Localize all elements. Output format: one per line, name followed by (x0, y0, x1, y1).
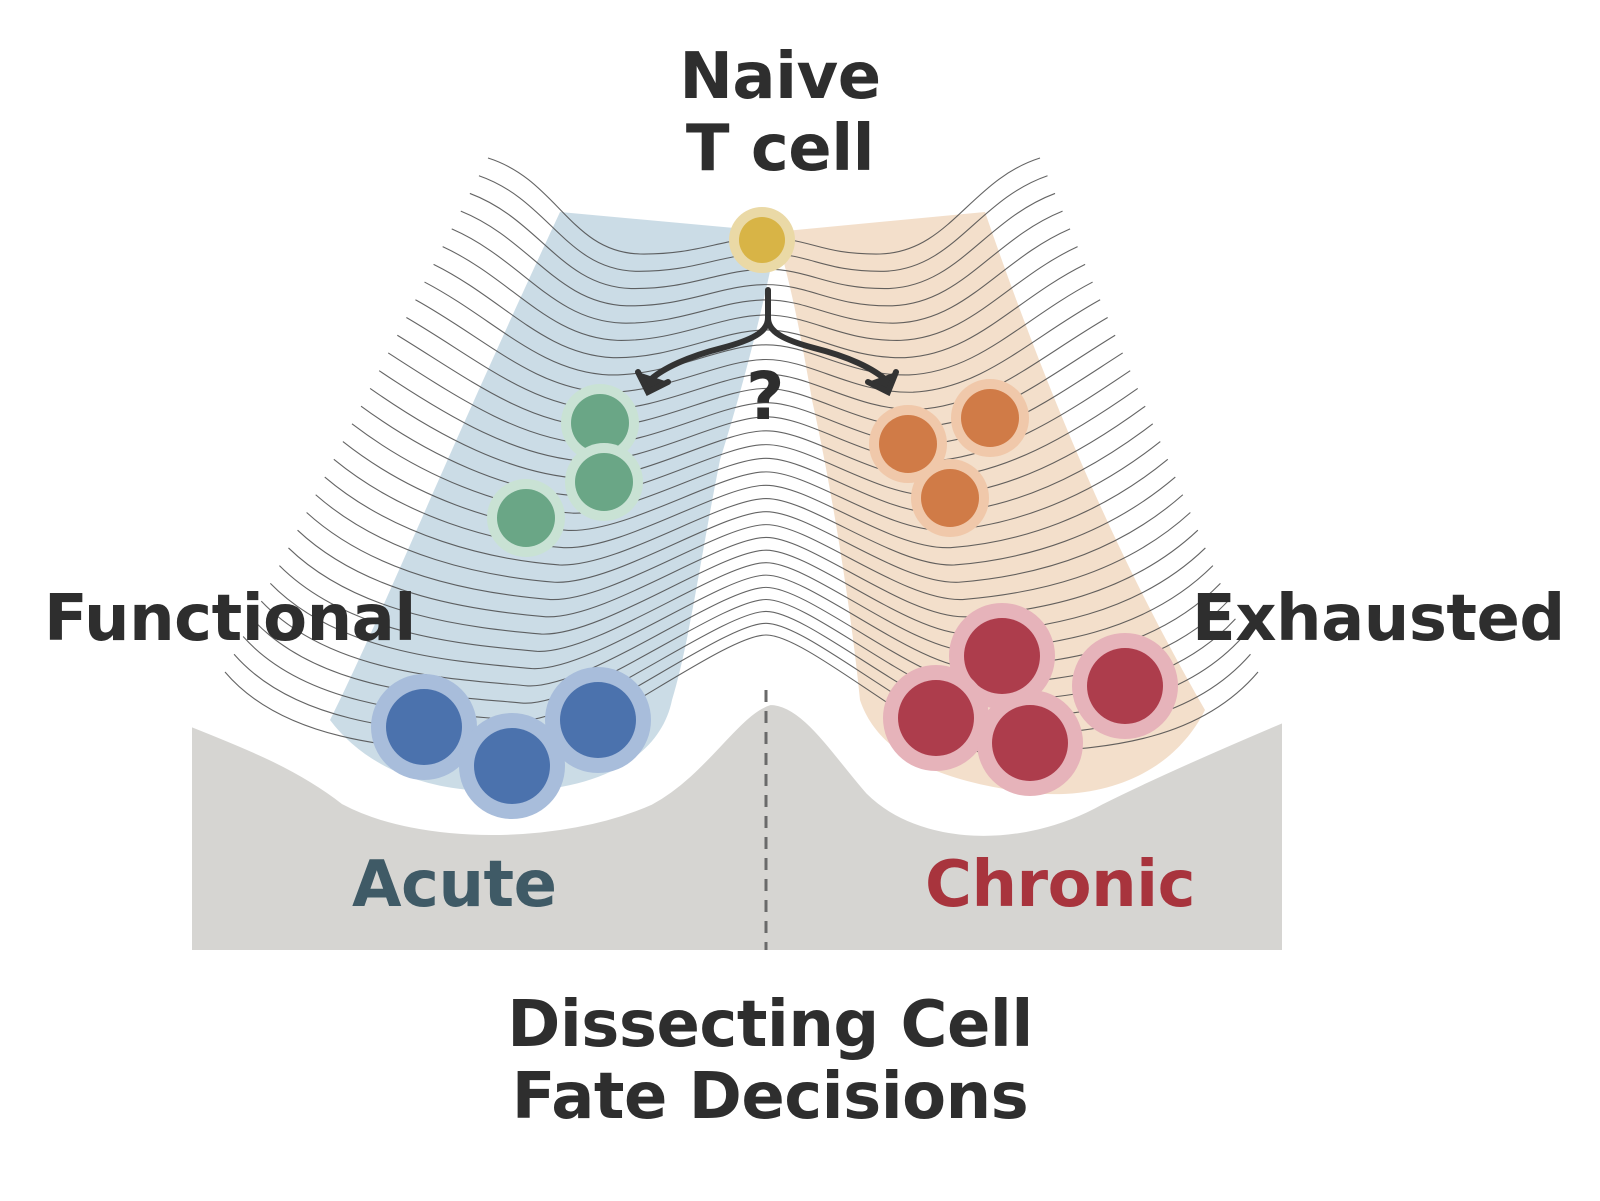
exhausted-t-cell (977, 690, 1083, 796)
arrow-right-head (865, 369, 899, 397)
caption-line2: Fate Decisions (511, 1059, 1029, 1134)
arrow-left-head (635, 369, 671, 397)
naive-t-cell (729, 207, 795, 273)
contour-line (415, 299, 1101, 393)
fate-decision-arrows (635, 287, 899, 397)
contour-line (306, 512, 1191, 601)
exhausted-precursor-cell (869, 405, 947, 483)
functional-precursor-cells (487, 384, 643, 557)
naive-label-line2: T cell (685, 111, 875, 186)
contour-line (424, 281, 1093, 376)
arrow-right-branch (765, 315, 891, 385)
contour-line (315, 494, 1184, 583)
functional-t-cell (371, 674, 477, 780)
exhausted-cells (883, 603, 1178, 796)
exhausted-precursor-cell (911, 459, 989, 537)
chronic-label: Chronic (925, 848, 1196, 922)
question-mark: ? (746, 358, 784, 435)
contour-line (360, 405, 1146, 497)
arrow-stem (645, 287, 771, 385)
functional-cells (371, 667, 651, 819)
ground-block (192, 700, 1282, 950)
caption-line1: Dissecting Cell (507, 988, 1033, 1062)
functional-t-cell (459, 713, 565, 819)
contour-line (288, 547, 1206, 635)
functional-t-cell (545, 667, 651, 773)
naive-label-line1: Naive (679, 40, 881, 114)
contour-line (333, 458, 1169, 549)
exhausted-t-cell (949, 603, 1055, 709)
exhausted-precursor-cells (869, 379, 1029, 537)
contour-line (324, 476, 1176, 566)
functional-label: Functional (44, 582, 416, 656)
caption: Dissecting Cell Fate Decisions (460, 988, 1080, 1134)
functional-precursor-cell (565, 443, 643, 521)
functional-precursor-cell (561, 384, 639, 462)
exhausted-t-cell (1072, 633, 1178, 739)
landscape-rim (190, 694, 1284, 836)
exhausted-t-cell (883, 665, 989, 771)
naive-t-cell-label: Naive T cell (600, 40, 960, 186)
acute-label: Acute (352, 848, 557, 922)
contour-line (297, 529, 1199, 618)
exhausted-label: Exhausted (1192, 582, 1565, 656)
functional-precursor-cell (487, 479, 565, 557)
exhausted-precursor-cell (951, 379, 1029, 457)
contour-line (460, 210, 1063, 307)
contour-line (369, 387, 1139, 480)
